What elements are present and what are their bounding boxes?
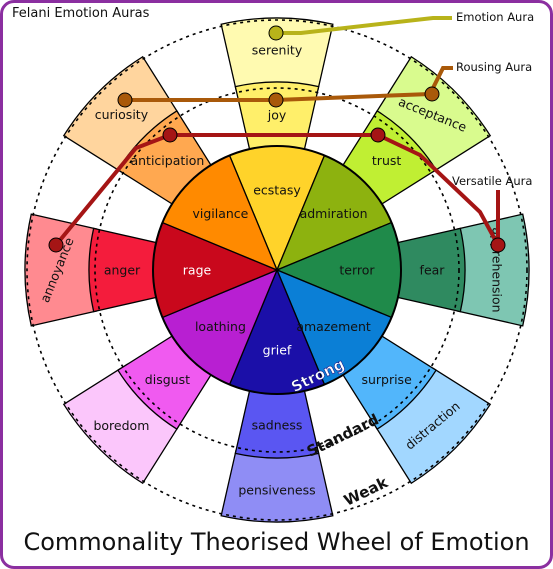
- label-standard-surprise: surprise: [361, 372, 412, 387]
- rousing-aura-marker-joy: [268, 92, 284, 108]
- label-weak-boredom: boredom: [93, 418, 149, 433]
- strong-ring-boundary: [152, 145, 402, 395]
- label-standard-anticipation: anticipation: [130, 153, 204, 168]
- label-weak-curiosity: curiosity: [95, 107, 149, 122]
- label-strong-rage: rage: [183, 262, 212, 277]
- label-strong-grief: grief: [263, 342, 292, 357]
- emotion-aura-line: [276, 16, 452, 35]
- weak-ring-boundary: [26, 19, 528, 521]
- rousing-aura-marker-acceptance: [424, 86, 440, 102]
- emotion-aura-label: Emotion Aura: [456, 10, 535, 24]
- diagram-title: Felani Emotion Auras: [12, 6, 150, 21]
- strong-core: [152, 145, 402, 395]
- label-weak-serenity: serenity: [252, 42, 303, 57]
- ring-label-standard: Standard: [304, 410, 382, 460]
- label-standard-trust: trust: [372, 153, 401, 168]
- label-standard-sadness: sadness: [252, 417, 303, 432]
- versatile-aura-label: Versatile Aura: [452, 174, 533, 188]
- versatile-aura-marker-trust: [370, 127, 386, 143]
- versatile-aura-marker-annoyance: [48, 237, 64, 253]
- versatile-aura-marker-apprehension: [490, 237, 506, 253]
- label-standard-anger: anger: [104, 262, 141, 277]
- rousing-aura-marker-curiosity: [117, 92, 133, 108]
- label-strong-terror: terror: [339, 262, 375, 277]
- emotion-aura-marker: [268, 25, 284, 41]
- label-weak-pensiveness: pensiveness: [238, 482, 315, 497]
- bottom-title: Commonality Theorised Wheel of Emotion: [23, 528, 530, 556]
- label-strong-vigilance: vigilance: [192, 206, 248, 221]
- standard-ring-boundary: [94, 87, 460, 453]
- label-strong-amazement: amazement: [296, 319, 371, 334]
- label-strong-admiration: admiration: [300, 206, 368, 221]
- versatile-aura-marker-anticipation: [162, 127, 178, 143]
- label-standard-joy: joy: [267, 107, 287, 122]
- label-strong-ecstasy: ecstasy: [253, 182, 301, 197]
- label-strong-loathing: loathing: [195, 319, 246, 334]
- label-standard-disgust: disgust: [145, 372, 190, 387]
- label-standard-fear: fear: [420, 262, 446, 277]
- rousing-aura-label: Rousing Aura: [456, 60, 533, 74]
- aura-connectors: [48, 16, 506, 253]
